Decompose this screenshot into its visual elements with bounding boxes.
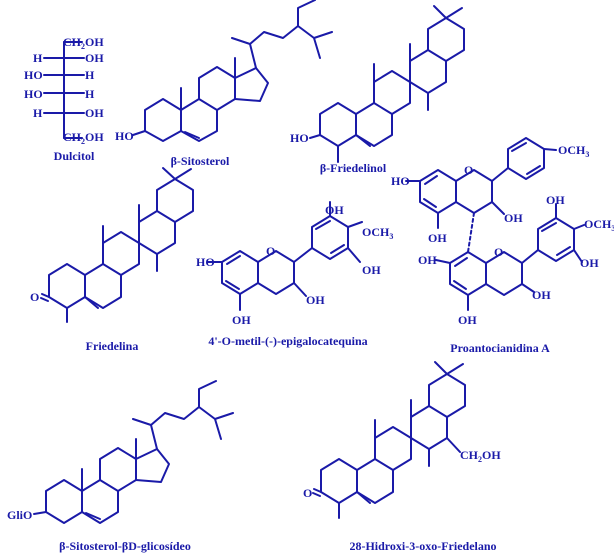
friedelinol-ho: HO [290, 131, 309, 145]
epi-oh-b2: OH [362, 263, 381, 277]
dulcitol-oh4: OH [85, 106, 104, 120]
epi-ring-o: O [266, 244, 275, 258]
pro-och3-1: OCH3 [558, 143, 589, 159]
dulcitol-caption: Dulcitol [54, 149, 95, 163]
sitosterol-glicosideo-caption: β-Sitosterol-βD-glicosídeo [59, 539, 191, 553]
dulcitol-h3: H [85, 87, 95, 101]
epigalocatequina-caption: 4'-O-metil-(-)-epigalocatequina [208, 334, 367, 348]
friedelinol-structure: HO [290, 5, 465, 163]
pro-oh-lower-a: OH [418, 253, 437, 267]
hidroxi-o: O [303, 486, 312, 500]
dulcitol-h4: H [33, 106, 43, 120]
pro-ring-o-2: O [494, 245, 503, 259]
pro-ho-1: HO [391, 174, 410, 188]
dulcitol-h2: H [85, 68, 95, 82]
epigalocatequina-structure: HO O OH OH OH OCH3 OH [196, 201, 393, 327]
friedelinol-caption: β-Friedelinol [320, 161, 387, 175]
dulcitol-ho2: HO [24, 68, 43, 82]
epi-och3: OCH3 [362, 225, 393, 241]
sitosterol-ho: HO [115, 129, 134, 143]
dulcitol-ho3: HO [24, 87, 43, 101]
sitosterol-structure: HO [115, 0, 333, 143]
sitosterol-glicosideo-structure: GliO [7, 380, 234, 524]
proantocianidina-caption: Proantocianidina A [450, 341, 550, 355]
sitosterol-caption: β-Sitosterol [171, 154, 230, 168]
epi-oh-a: OH [232, 313, 251, 327]
dulcitol-top-ch2oh: CH2OH [63, 35, 104, 51]
glicosideo-glio: GliO [7, 508, 32, 522]
dulcitol-bottom-ch2oh: CH2OH [63, 130, 104, 146]
hidroxi-friedelano-caption: 28-Hidroxi-3-oxo-Friedelano [349, 539, 496, 553]
dulcitol-oh1: OH [85, 51, 104, 65]
dulcitol-h1: H [33, 51, 43, 65]
epi-ho-a: HO [196, 255, 215, 269]
pro-ring-o-1: O [464, 163, 473, 177]
pro-och3-2: OCH3 [584, 217, 614, 233]
pro-oh-lower-b2: OH [580, 256, 599, 270]
epi-oh-c: OH [306, 293, 325, 307]
hidroxi-friedelano-structure: O CH2OH [303, 361, 501, 519]
pro-oh-lower-c: OH [532, 288, 551, 302]
epi-oh-b1: OH [325, 203, 344, 217]
friedelina-o: O [30, 290, 39, 304]
pro-oh-c1: OH [504, 211, 523, 225]
pro-oh-lower-a2: OH [458, 313, 477, 327]
hidroxi-ch2oh: CH2OH [460, 448, 501, 464]
friedelina-caption: Friedelina [86, 339, 139, 353]
friedelina-structure: O [30, 167, 194, 323]
pro-oh-a1: OH [428, 231, 447, 245]
pro-oh-lower-b1: OH [546, 193, 565, 207]
proantocianidina-structure: HO O OH OH OCH3 OH O OH OH OH OCH3 OH [391, 137, 614, 327]
dulcitol-structure: CH2OH H OH HO H HO H H OH CH2OH [24, 35, 104, 146]
